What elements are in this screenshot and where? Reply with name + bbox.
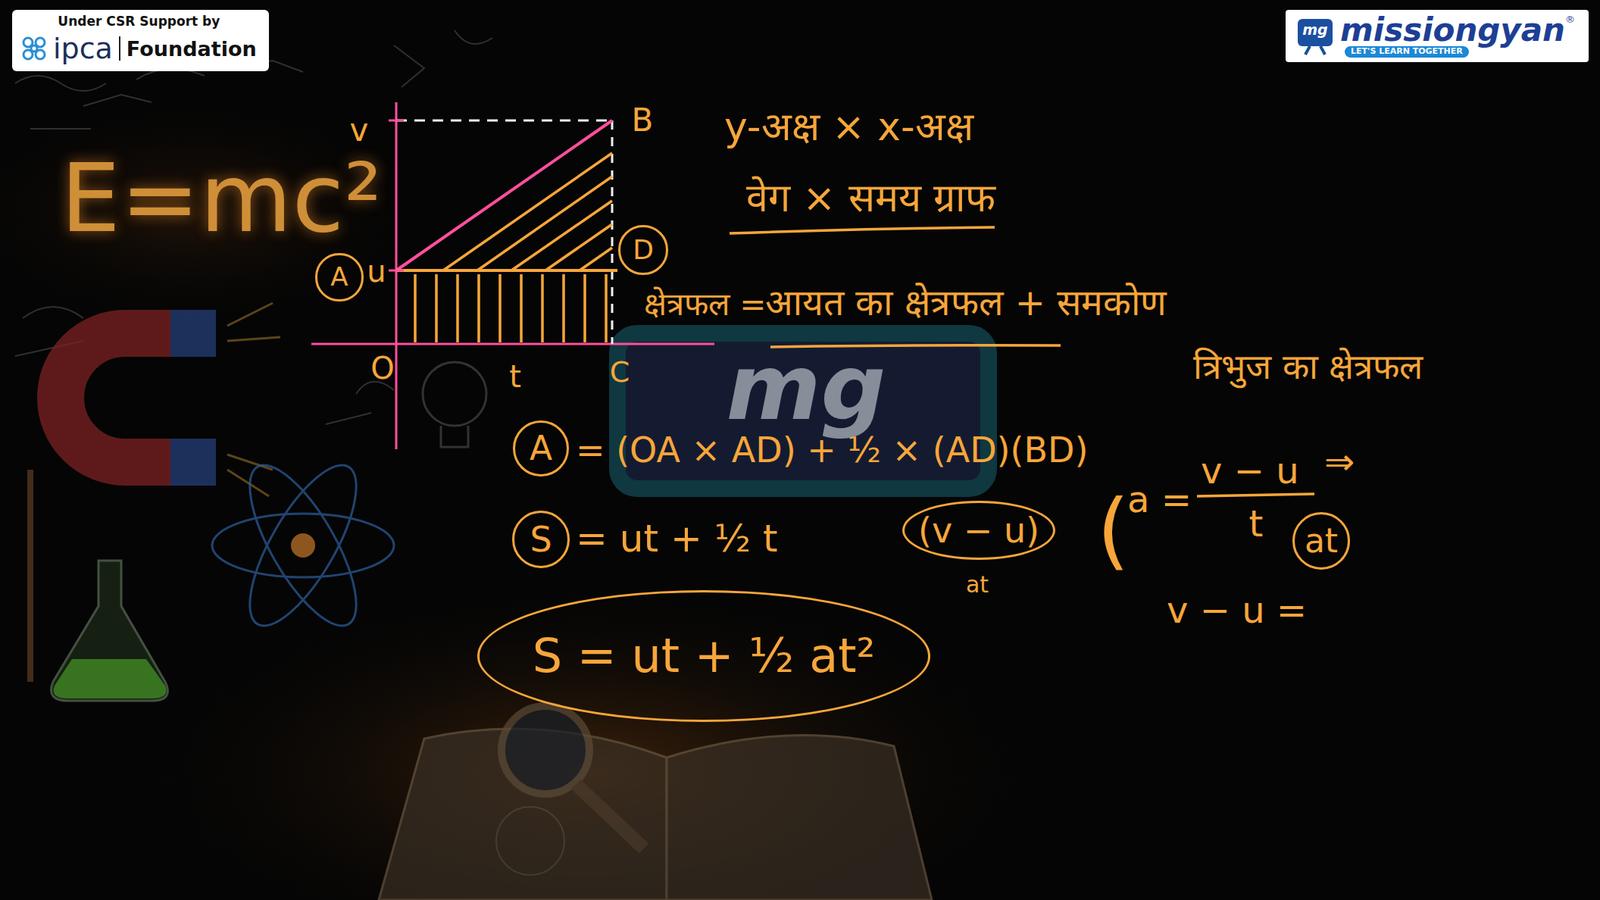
triangle-hatching [545, 224, 613, 271]
magnifier [575, 784, 644, 849]
atom [212, 450, 394, 641]
sponsor-name: ipca [53, 32, 113, 66]
result-formula: S = ut + ½ at² [477, 590, 932, 722]
brand-name-row: missiongyan® [1340, 14, 1575, 47]
area-heading: क्षेत्रफल = [643, 286, 767, 323]
circled-text: S [529, 519, 552, 560]
open-book [496, 806, 565, 875]
fraction-denominator: t [1249, 503, 1264, 545]
point-label: C [609, 356, 631, 390]
circled-text: at [1304, 521, 1338, 561]
flask [30, 469, 168, 701]
underlines [1196, 493, 1315, 497]
flask [51, 560, 169, 701]
watermark: mg [726, 335, 887, 441]
underlines [729, 227, 995, 234]
circled-text: S = ut + ½ at² [532, 628, 876, 683]
magnifier [501, 706, 644, 849]
open-book [666, 735, 932, 900]
brand-text: missiongyan®LET'S LEARN TOGETHER [1340, 14, 1575, 58]
point-label: O [370, 350, 394, 386]
atom [230, 450, 377, 641]
velocity-time-graph [395, 102, 398, 450]
brand-name: missiongyan [1340, 14, 1566, 47]
circled-text: A [529, 429, 553, 469]
registered-mark: ® [1565, 14, 1575, 26]
brand-icon-text: mg [1296, 21, 1335, 39]
area-statement: आयत का क्षेत्रफल + समकोण [765, 281, 1167, 324]
velocity-time-graph [388, 120, 404, 271]
graph-title: वेग × समय ग्राफ [746, 175, 996, 222]
rectangle-hatching [521, 274, 607, 343]
area-statement: त्रिभुज का क्षेत्रफल [1193, 346, 1423, 388]
triangle-hatching [511, 200, 613, 271]
triangle-hatching [579, 247, 613, 271]
light-bulb [422, 362, 487, 426]
magnet [60, 303, 281, 497]
axis-label: t [509, 359, 522, 394]
circled-text: A [330, 262, 348, 292]
circled-point: A [315, 253, 363, 301]
rectangle-hatching [415, 274, 607, 343]
axis-label: u [366, 253, 386, 289]
background-formula: E=mc² [60, 143, 382, 254]
flask [27, 469, 34, 682]
bracket: ( [1096, 482, 1130, 579]
velocity-time-graph [396, 119, 613, 122]
circled-symbol: A [512, 420, 570, 478]
rectangle-hatching [415, 274, 500, 343]
circled-text: D [632, 234, 654, 266]
monitor-stand [1305, 46, 1325, 55]
triangle-hatching [443, 153, 613, 271]
logo-separator [118, 36, 121, 61]
warm-glow [121, 575, 1061, 900]
axis-note: y-अक्ष × x-अक्ष [724, 104, 974, 150]
brand-logo: mgmissiongyan®LET'S LEARN TOGETHER [1285, 9, 1589, 63]
substitution-note: at [965, 571, 989, 599]
chalk-scribbles [393, 30, 493, 88]
equation: v − u = [1166, 589, 1307, 632]
axis-label: v [350, 112, 369, 149]
velocity-time-graph [311, 343, 715, 346]
sponsor-logo: Under CSR Support by ipca Foundation [12, 9, 269, 72]
atom [230, 450, 377, 641]
circled-symbol: S [512, 510, 571, 569]
circled-term: (v − u) [902, 500, 1056, 561]
sponsor-word: Foundation [126, 37, 257, 61]
equation: = ut + ½ t [575, 517, 779, 562]
sponsor-note: Under CSR Support by [21, 14, 257, 30]
magnet [170, 309, 216, 357]
atom [212, 513, 394, 578]
flask [53, 659, 166, 699]
icon-dot [35, 50, 45, 60]
open-book [378, 728, 932, 900]
light-bulb [422, 362, 487, 447]
fraction-numerator: v − u [1200, 450, 1300, 492]
light-bulb [440, 425, 469, 447]
brand-tagline: LET'S LEARN TOGETHER [1344, 46, 1469, 58]
formula-glow [0, 90, 440, 334]
circled-term: at [1292, 512, 1351, 571]
atom [290, 533, 316, 558]
icon-dot [23, 50, 33, 60]
equation: a = [1127, 478, 1192, 521]
brand-icon: mg [1296, 15, 1335, 56]
circled-point: D [618, 225, 668, 275]
velocity-time-graph [396, 120, 613, 271]
velocity-time-graph [396, 268, 618, 272]
point-label: B [631, 102, 654, 139]
triangle-hatching [477, 176, 613, 271]
triangle-hatching [443, 153, 613, 271]
sponsor-icon [21, 35, 47, 62]
implies-symbol: ⇒ [1324, 440, 1355, 483]
magnifier [501, 706, 590, 794]
circled-text: (v − u) [918, 510, 1040, 551]
logo-row: ipca Foundation [21, 32, 257, 66]
magnet [170, 438, 216, 486]
